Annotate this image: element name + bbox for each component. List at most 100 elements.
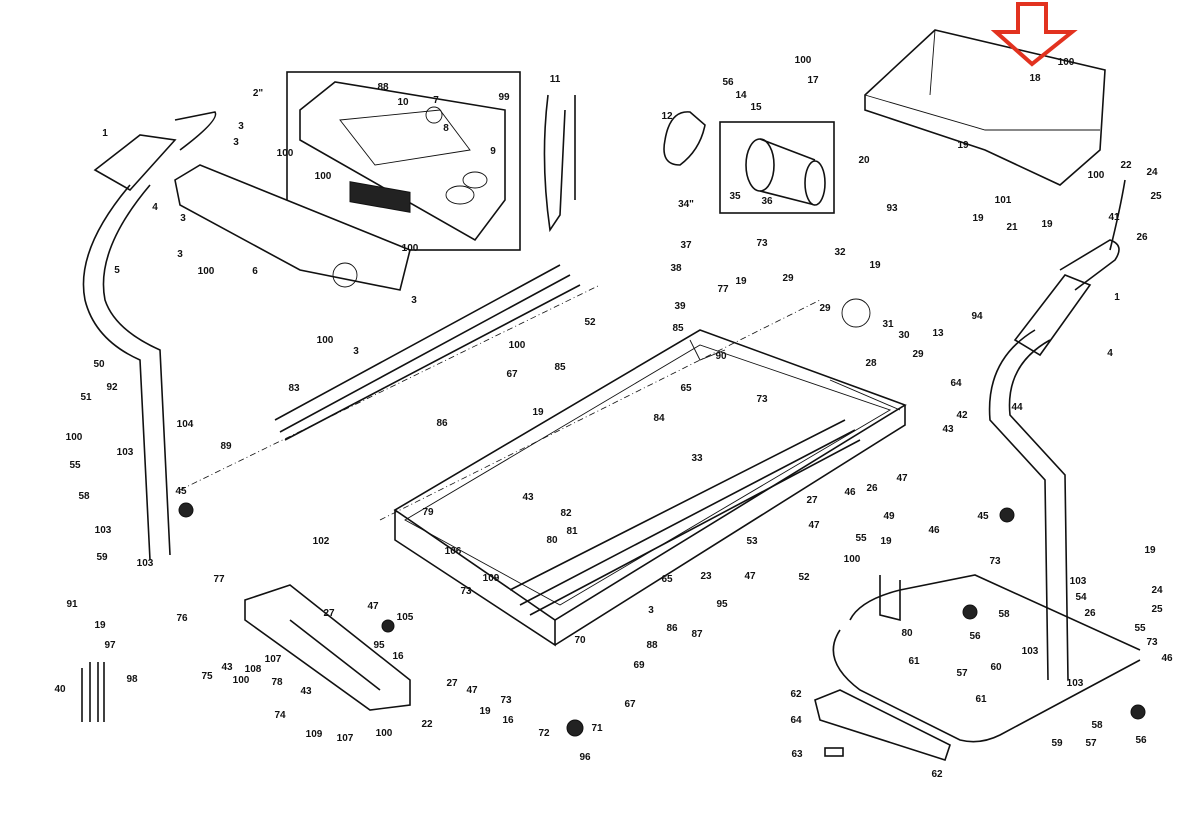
part-label: 105 — [397, 612, 414, 623]
part-label: 3 — [648, 605, 654, 616]
part-label: 98 — [126, 674, 138, 685]
part-label: 56 — [969, 631, 981, 642]
part-label: 3 — [238, 121, 244, 132]
wheel — [1130, 704, 1146, 720]
part-label: 55 — [855, 533, 867, 544]
wheel — [962, 604, 978, 620]
part-label: 46 — [1161, 653, 1173, 664]
down-arrow-icon — [990, 2, 1078, 67]
part-label: 103 — [117, 447, 134, 458]
part-label: 47 — [367, 601, 379, 612]
part-label: 85 — [672, 323, 684, 334]
motor-inset-box — [719, 121, 835, 214]
wheel — [178, 502, 194, 518]
part-label: 61 — [908, 656, 920, 667]
part-label: 7 — [433, 95, 439, 106]
part-label: 85 — [554, 362, 566, 373]
drive-belt — [663, 111, 706, 166]
part-label: 11 — [550, 74, 561, 85]
part-label: 6 — [252, 266, 258, 277]
part-label: 46 — [928, 525, 940, 536]
part-label: 72 — [538, 728, 550, 739]
part-label: 40 — [54, 684, 66, 695]
part-label: 46 — [844, 487, 856, 498]
part-label: 53 — [746, 536, 758, 547]
part-label: 60 — [990, 662, 1002, 673]
part-label: 64 — [790, 715, 802, 726]
part-label: 19 — [957, 140, 969, 151]
part-label: 67 — [506, 369, 518, 380]
part-label: 24 — [1151, 585, 1163, 596]
motor-hood — [864, 29, 1106, 186]
part-label: 57 — [956, 668, 968, 679]
part-label: 3 — [177, 249, 183, 260]
part-label: 43 — [522, 492, 534, 503]
part-label: 100 — [277, 148, 294, 159]
part-label: 30 — [898, 330, 910, 341]
part-label: 21 — [1006, 222, 1018, 233]
part-label: 100 — [376, 728, 393, 739]
part-label: 42 — [956, 410, 968, 421]
part-label: 100 — [795, 55, 812, 66]
part-label: 57 — [1085, 738, 1097, 749]
part-label: 43 — [221, 662, 233, 673]
part-label: 103 — [1070, 576, 1087, 587]
part-label: 73 — [756, 394, 768, 405]
part-label: 59 — [96, 552, 108, 563]
part-label: 34" — [678, 199, 694, 210]
right-base-frame — [814, 574, 1141, 762]
part-label: 25 — [1151, 604, 1163, 615]
part-label: 97 — [104, 640, 116, 651]
part-label: 104 — [177, 419, 194, 430]
part-label: 1 — [102, 128, 108, 139]
part-label: 96 — [579, 752, 591, 763]
part-label: 19 — [479, 706, 491, 717]
left-base — [244, 584, 411, 711]
part-label: 58 — [998, 609, 1010, 620]
part-label: 100 — [844, 554, 861, 565]
side-rails — [274, 264, 581, 441]
part-label: 44 — [1011, 402, 1023, 413]
part-label: 18 — [1029, 73, 1041, 84]
part-label: 26 — [866, 483, 878, 494]
part-label: 69 — [633, 660, 645, 671]
part-label: 58 — [1091, 720, 1103, 731]
part-label: 58 — [78, 491, 90, 502]
part-label: 22 — [421, 719, 433, 730]
part-label: 92 — [106, 382, 118, 393]
part-label: 70 — [574, 635, 586, 646]
part-label: 3 — [353, 346, 359, 357]
part-label: 101 — [995, 195, 1012, 206]
part-label: 26 — [1136, 232, 1148, 243]
part-label: 19 — [972, 213, 984, 224]
part-label: 29 — [819, 303, 831, 314]
part-label: 56 — [1135, 735, 1147, 746]
part-label: 56 — [722, 77, 734, 88]
part-label: 95 — [373, 640, 385, 651]
part-label: 52 — [798, 572, 810, 583]
part-label: 32 — [834, 247, 846, 258]
part-label: 83 — [288, 383, 300, 394]
part-label: 73 — [1146, 637, 1158, 648]
part-label: 16 — [502, 715, 514, 726]
part-label: 71 — [591, 723, 603, 734]
part-label: 33 — [691, 453, 703, 464]
part-label: 100 — [66, 432, 83, 443]
part-label: 35 — [729, 191, 741, 202]
right-upright — [988, 329, 1069, 681]
part-label: 25 — [1150, 191, 1162, 202]
part-label: 100 — [402, 243, 419, 254]
part-label: 47 — [466, 685, 478, 696]
part-label: 78 — [271, 677, 283, 688]
part-label: 109 — [483, 573, 500, 584]
part-label: 73 — [756, 238, 768, 249]
part-label: 80 — [901, 628, 913, 639]
part-label: 94 — [971, 311, 983, 322]
part-label: 8 — [443, 123, 449, 134]
part-label: 100 — [233, 675, 250, 686]
part-label: 108 — [245, 664, 262, 675]
part-label: 100 — [198, 266, 215, 277]
part-label: 43 — [942, 424, 954, 435]
